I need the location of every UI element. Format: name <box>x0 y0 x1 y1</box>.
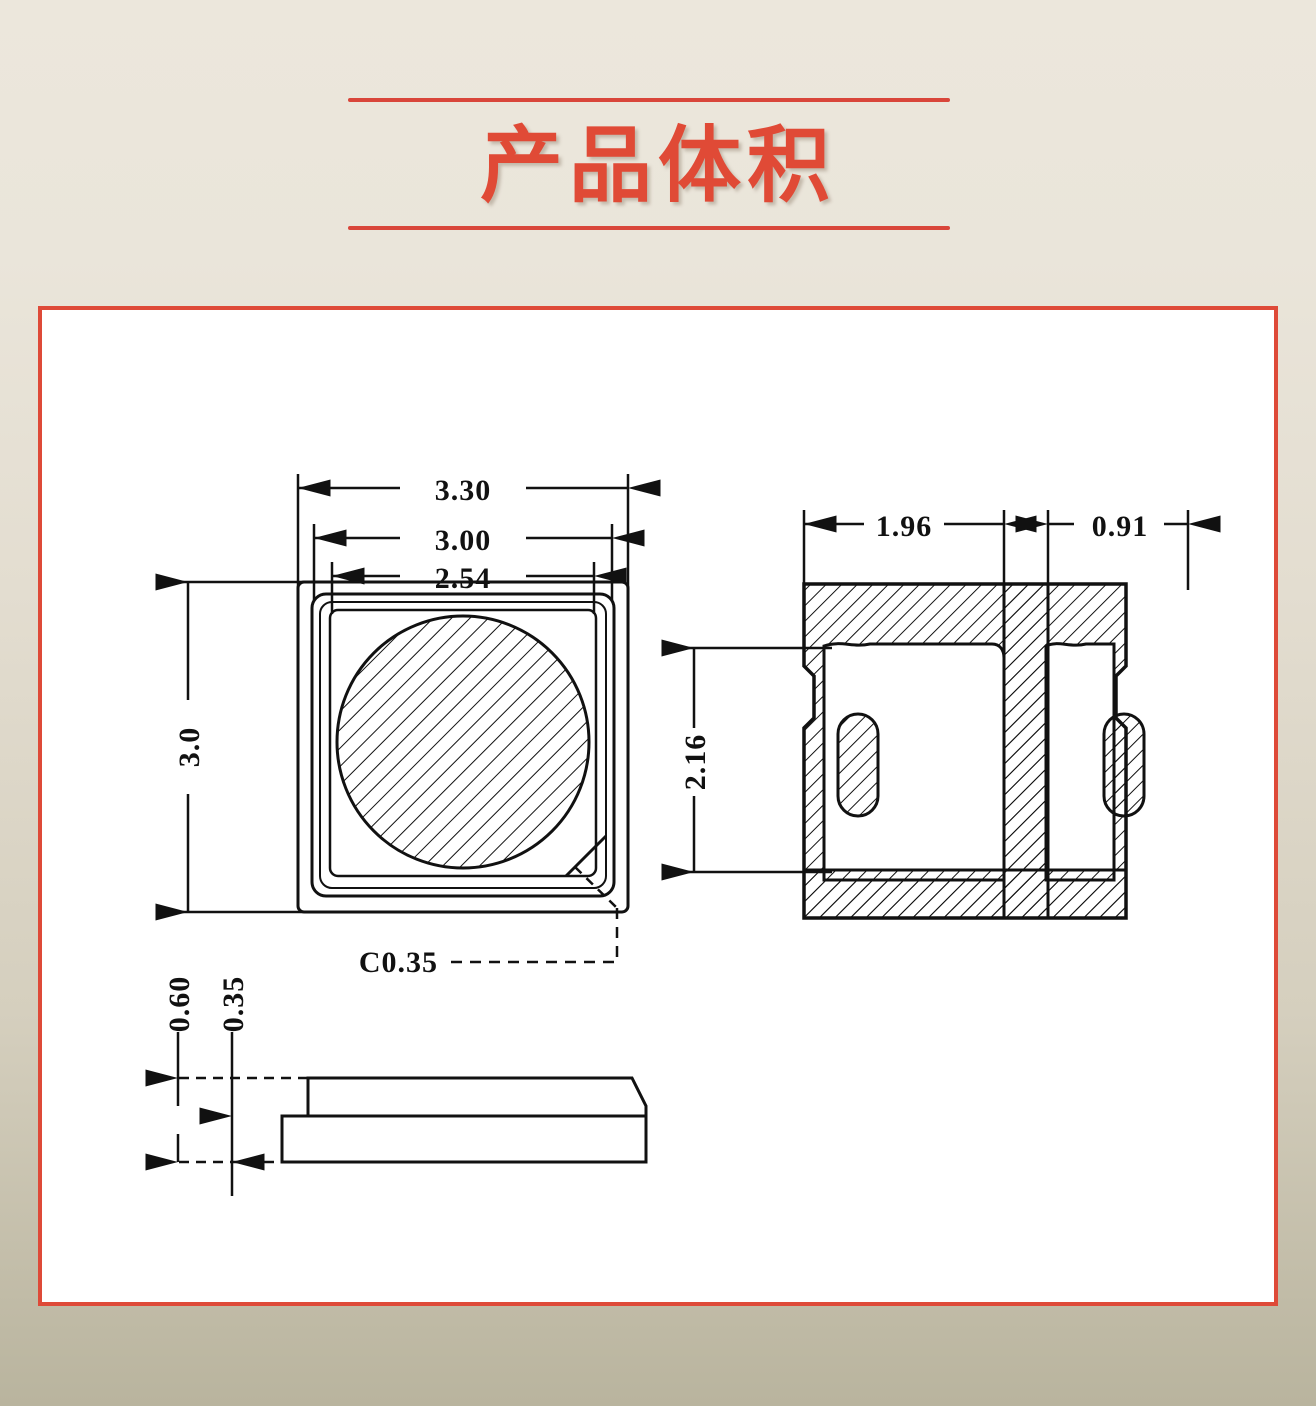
bottom-view-center-rib <box>1002 582 1050 920</box>
dim-label-height: 3.0 <box>173 727 206 768</box>
side-view: 0.60 0.35 <box>145 976 648 1196</box>
top-view-outer-outline <box>296 580 630 914</box>
top-view-body-outline <box>310 592 616 898</box>
dim-label-width-inner: 2.54 <box>435 562 492 595</box>
technical-drawing-panel: 3.30 3.00 2.54 3.0 C0.35 <box>38 306 1278 1306</box>
dim-label-total-thickness: 0.60 <box>163 976 196 1033</box>
dim-label-width-middle: 3.00 <box>435 524 492 557</box>
bottom-view-bottom-band <box>802 868 1128 920</box>
title-banner: 产品体积 <box>0 78 1316 258</box>
side-view-lower-slab <box>280 1114 648 1164</box>
chamfer-leader-diagonal <box>574 866 618 909</box>
dim-label-pad-height: 2.16 <box>679 734 712 791</box>
top-view-chamfer-edge <box>564 834 608 878</box>
title-rule-bottom <box>348 226 950 230</box>
dim-label-width-outer: 3.30 <box>435 474 492 507</box>
chamfer-leader-line <box>446 908 619 964</box>
top-view: 3.30 3.00 2.54 3.0 C0.35 <box>155 474 661 979</box>
top-view-lens-circle <box>335 614 591 870</box>
top-view-inner-square <box>328 608 598 878</box>
title-rule-top <box>348 98 950 102</box>
top-view-cavity-outline <box>319 601 607 889</box>
side-view-upper-slab <box>306 1076 648 1118</box>
bottom-view-pad-right <box>1102 712 1146 818</box>
technical-drawing-svg: 3.30 3.00 2.54 3.0 C0.35 <box>145 474 1221 1196</box>
dim-label-chamfer: C0.35 <box>359 946 438 979</box>
dim-label-base-thickness: 0.35 <box>217 976 250 1033</box>
bottom-view-pad-left <box>836 712 880 818</box>
page-title: 产品体积 <box>480 117 836 214</box>
dim-label-pad-width: 1.96 <box>876 510 933 543</box>
bottom-view: 1.96 0.91 2.16 <box>661 510 1221 920</box>
dim-label-pad-gap: 0.91 <box>1092 510 1149 543</box>
